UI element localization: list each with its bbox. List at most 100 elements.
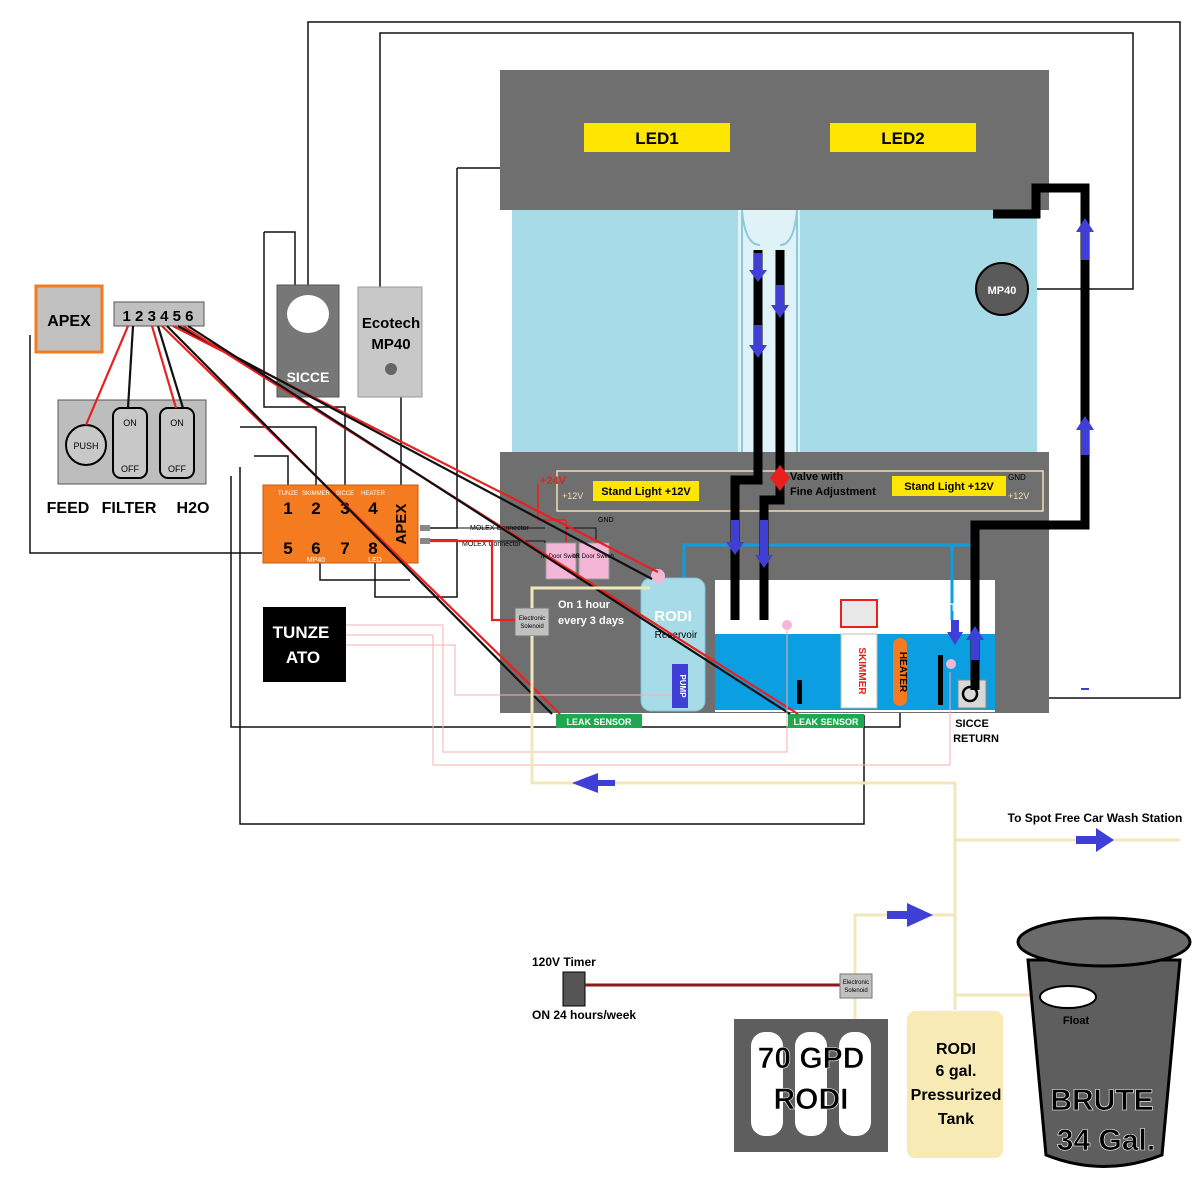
apex-controller-label: APEX <box>47 313 91 330</box>
skimmer-body <box>840 633 878 709</box>
solenoid-rodi-label-2: Solenoid <box>844 988 867 994</box>
electronic-solenoid-stand <box>514 607 550 637</box>
brute-label-1: BRUTE <box>1050 1084 1153 1117</box>
stand-light-left-label: Stand Light +12V <box>601 486 691 498</box>
led1-label: LED1 <box>635 129 678 148</box>
spot-free-label: To Spot Free Car Wash Station <box>1008 811 1183 825</box>
led1-box <box>584 123 730 152</box>
v12-left-label: +12V <box>562 491 583 501</box>
v12-right-label: +12V <box>1008 491 1029 501</box>
h2o-switch-on: ON <box>170 418 184 428</box>
heater-body <box>893 638 907 706</box>
sicce-return-label-2: RETURN <box>953 733 999 745</box>
leak-sensor-2-label: LEAK SENSOR <box>793 717 859 727</box>
leak-sensor-2 <box>788 714 864 728</box>
apex-outlet-name: SKIMMER <box>302 491 331 497</box>
skimmer-label: SKIMMER <box>856 647 867 695</box>
gnd-right-label: GND <box>1008 473 1026 482</box>
led2-label: LED2 <box>881 129 924 148</box>
mp40-pump-icon <box>975 262 1029 316</box>
h2o-switch-off: OFF <box>168 464 186 474</box>
rodi-canister-1 <box>751 1032 783 1136</box>
apex-outlet-number: 2 <box>311 499 320 518</box>
pink-wiring <box>346 624 951 766</box>
filter-switch-on: ON <box>123 418 137 428</box>
rodi-pressurized-tank <box>907 1011 1003 1158</box>
apex-outlet-number: 8 <box>368 539 377 558</box>
sicce-pump-icon <box>287 295 329 333</box>
rodi-unit-label-1: 70 GPD <box>758 1042 865 1075</box>
rodi-canister-3 <box>839 1032 871 1136</box>
rodi-reservoir <box>640 577 706 712</box>
solenoid-rodi-label-1: Electronic <box>843 980 869 986</box>
rodi-unit-label-2: RODI <box>774 1083 849 1116</box>
brute-container <box>1026 958 1182 1168</box>
tank-label-4: Tank <box>938 1111 974 1128</box>
tank-label-3: Pressurized <box>911 1087 1002 1104</box>
ecotech-label-2: MP40 <box>371 336 410 353</box>
valve-label-2: Fine Adjustment <box>790 486 876 498</box>
stand-light-right-label: Stand Light +12V <box>904 481 994 493</box>
h2o-switch <box>159 407 195 479</box>
schedule-line-1: On 1 hour <box>558 599 611 611</box>
overflow-box <box>738 210 800 452</box>
tank-label-1: RODI <box>936 1041 976 1058</box>
solenoid-stand-label-2: Solenoid <box>520 624 543 630</box>
filter-label: FILTER <box>102 500 157 517</box>
gnd-left-label: GND <box>598 517 614 524</box>
sensor-cables <box>84 325 799 715</box>
apex-outlet-name: TUNZE <box>278 491 298 497</box>
sicce-return-label-1: SICCE <box>955 718 989 730</box>
flow-arrows <box>726 218 1094 690</box>
mp40-tank-label: MP40 <box>988 285 1017 297</box>
apex-controller <box>34 284 104 354</box>
apex-outlet-number: 6 <box>311 539 320 558</box>
rodi-reservoir-label-2: Reservoir <box>655 630 698 641</box>
apex-outlet-name: HEATER <box>361 491 386 497</box>
apex-outlet-number: 3 <box>340 499 349 518</box>
stand-light-left <box>593 481 699 501</box>
ecotech-driver <box>357 286 423 398</box>
led2-box <box>830 123 976 152</box>
ecotech-label-1: Ecotech <box>362 315 420 332</box>
timer-subtitle: ON 24 hours/week <box>532 1008 636 1022</box>
v24-label: +24V <box>540 475 567 487</box>
brute-lid <box>1016 916 1192 968</box>
sicce-pump-label: SICCE <box>287 369 330 385</box>
ato-label: ATO <box>943 602 966 614</box>
pump-label: PUMP <box>678 674 687 698</box>
apex-outlet-name: SICCE <box>336 491 354 497</box>
reservoir-pump <box>672 664 688 708</box>
apex-outlet-number: 5 <box>283 539 292 558</box>
apex-strip-title: APEX <box>393 504 410 545</box>
apex-outlet-number: 1 <box>283 499 292 518</box>
filter-switch-off: OFF <box>121 464 139 474</box>
ir-switch-1-label: IR Door Switch <box>541 554 581 560</box>
rodi-canister-2 <box>795 1032 827 1136</box>
tunze-ato <box>263 607 346 682</box>
solenoid-stand-label-1: Electronic <box>519 616 545 622</box>
energy-bar-ports <box>113 301 205 327</box>
apex-outlet-number: 7 <box>340 539 349 558</box>
schedule-line-2: every 3 days <box>558 615 624 627</box>
timer-icon <box>562 971 586 1007</box>
apex-outlet-number: 4 <box>368 499 378 518</box>
heater-label: HEATER <box>897 652 908 693</box>
push-label: PUSH <box>73 441 98 451</box>
ecotech-led-icon <box>385 363 397 375</box>
filter-switch <box>112 407 148 479</box>
timer-title: 120V Timer <box>532 955 596 969</box>
h2o-label: H2O <box>177 500 210 517</box>
leak-sensor-1 <box>556 714 642 728</box>
float-icon <box>1039 985 1097 1009</box>
valve-icon <box>770 465 790 491</box>
tunze-label-1: TUNZE <box>273 623 330 642</box>
leak-sensor-1-label: LEAK SENSOR <box>566 717 632 727</box>
apex-outlet-name: MP40 <box>307 557 325 564</box>
stand-light-right <box>892 476 1006 496</box>
brute-label-2: 34 Gal. <box>1057 1124 1155 1157</box>
valve-label-1: Valve with <box>790 471 843 483</box>
ir-switch-2-label: IR Door Switch <box>574 554 614 560</box>
